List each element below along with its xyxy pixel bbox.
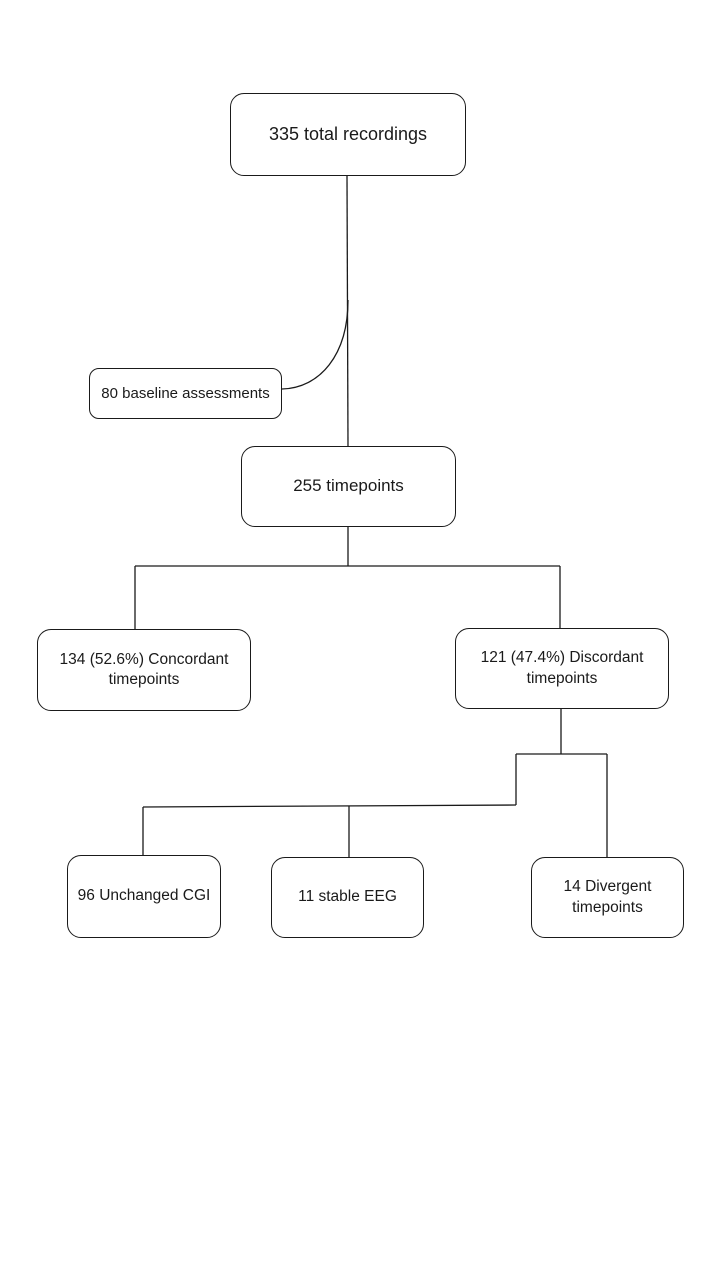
- edge-root-to-baseline: [281, 299, 349, 390]
- node-label: 14 Divergent timepoints: [563, 878, 652, 916]
- edge-lower-crossbar: [142, 804, 517, 808]
- node-label: 96 Unchanged CGI: [77, 887, 211, 905]
- node-label: 255 timepoints: [293, 476, 404, 496]
- node-label: 121 (47.4%) Discordant timepoints: [480, 649, 644, 687]
- node-timepoints: 255 timepoints: [241, 446, 456, 527]
- node-baseline-assessments: 80 baseline assessments: [89, 368, 282, 419]
- node-concordant-timepoints: 134 (52.6%) Concordant timepoints: [37, 629, 251, 711]
- node-total-recordings: 335 total recordings: [230, 93, 466, 176]
- node-label: 80 baseline assessments: [101, 384, 270, 402]
- node-label: 335 total recordings: [268, 123, 428, 144]
- node-divergent-timepoints: 14 Divergent timepoints: [531, 857, 684, 938]
- node-discordant-timepoints: 121 (47.4%) Discordant timepoints: [455, 628, 669, 709]
- node-label: 11 stable EEG: [298, 888, 397, 906]
- node-unchanged-cgi: 96 Unchanged CGI: [67, 855, 221, 938]
- node-stable-eeg: 11 stable EEG: [271, 857, 424, 938]
- node-label: 134 (52.6%) Concordant timepoints: [59, 650, 229, 688]
